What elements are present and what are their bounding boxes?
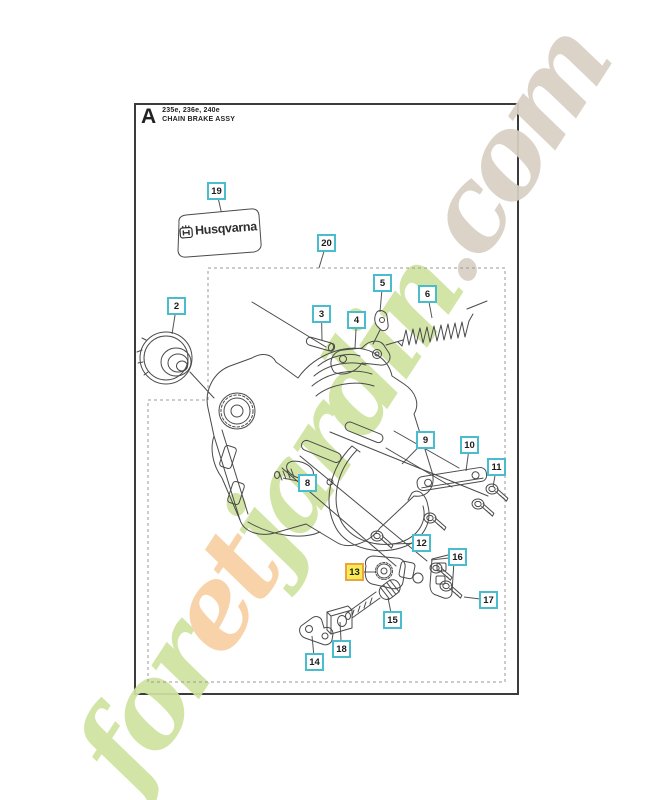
part-9-brake-band — [328, 445, 430, 552]
part-callout-3[interactable]: 3 — [312, 305, 331, 323]
part-8-spring-pin — [274, 468, 295, 481]
part-callout-10[interactable]: 10 — [460, 436, 479, 454]
part-callout-11[interactable]: 11 — [487, 458, 506, 476]
part-callout-2[interactable]: 2 — [167, 297, 186, 315]
part-callout-8[interactable]: 8 — [298, 474, 317, 492]
diagram-header: A 235e, 236e, 240e CHAIN BRAKE ASSY — [141, 106, 235, 127]
housing-body — [206, 347, 434, 546]
part-callout-5[interactable]: 5 — [373, 274, 392, 292]
part-5-pawl — [372, 310, 389, 345]
part-14-clip — [299, 616, 334, 646]
diagram-frame — [134, 103, 519, 695]
part-callout-16[interactable]: 16 — [448, 548, 467, 566]
part-callout-17[interactable]: 17 — [479, 591, 498, 609]
part-13-tensioner — [364, 555, 424, 590]
husqvarna-crown-icon — [179, 225, 193, 239]
brand-badge: Husqvarna — [170, 206, 264, 260]
section-letter: A — [141, 105, 157, 128]
part-18-block — [326, 605, 353, 635]
part-2-clutch-drum — [136, 331, 193, 385]
part-15-tensioner-screw — [345, 579, 401, 620]
part-callout-18[interactable]: 18 — [332, 640, 351, 658]
assembly-name: CHAIN BRAKE ASSY — [162, 115, 236, 123]
part-6-spring — [397, 313, 474, 347]
part-callout-12[interactable]: 12 — [412, 534, 431, 552]
part-10-bracket — [416, 466, 488, 492]
part-callout-6[interactable]: 6 — [418, 285, 437, 303]
part-callout-4[interactable]: 4 — [347, 311, 366, 329]
group-20-outline — [147, 267, 506, 683]
guide-lines — [189, 300, 489, 567]
part-callout-13[interactable]: 13 — [345, 563, 364, 581]
part-callout-14[interactable]: 14 — [305, 653, 324, 671]
part-callout-20[interactable]: 20 — [317, 234, 336, 252]
model-list: 235e, 236e, 240e — [162, 107, 220, 114]
part-3-pin — [305, 336, 336, 352]
part-callout-9[interactable]: 9 — [416, 431, 435, 449]
part-callout-19[interactable]: 19 — [207, 182, 226, 200]
part-callout-15[interactable]: 15 — [383, 611, 402, 629]
badge-outline — [177, 208, 262, 258]
